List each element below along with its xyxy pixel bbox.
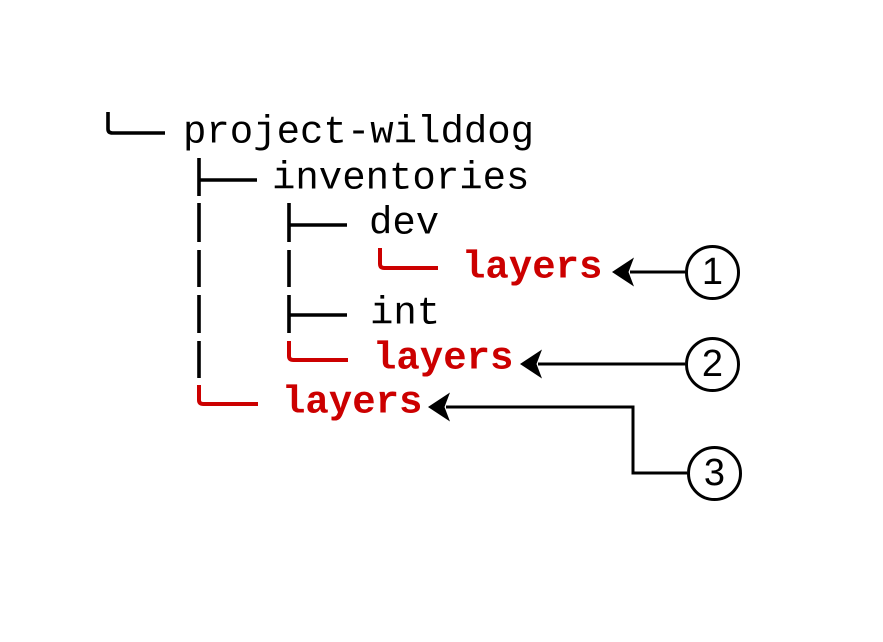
tree-node-inventories: inventories xyxy=(272,156,530,201)
tree-node-project-wilddog: project-wilddog xyxy=(183,110,535,155)
connector-layers2-elbow xyxy=(287,341,348,362)
callout-2-number: 2 xyxy=(701,343,724,385)
arrow-2-head-icon xyxy=(520,349,542,379)
callout-2-badge: 2 xyxy=(685,337,740,392)
callout-arrows xyxy=(428,257,687,475)
tree-node-inventories-layers: layers xyxy=(373,336,514,381)
callout-3-number: 3 xyxy=(703,452,726,494)
tree-connectors-red xyxy=(197,248,438,406)
arrow-1-head-icon xyxy=(612,257,634,287)
tree-node-root-layers: layers xyxy=(282,380,423,425)
arrow-3-line xyxy=(446,405,687,475)
tree-node-int: int xyxy=(370,291,441,336)
connector-layers1-elbow xyxy=(378,248,438,270)
callout-1-badge: 1 xyxy=(685,245,740,300)
callout-1-number: 1 xyxy=(701,251,724,293)
tree-connectors-black xyxy=(106,112,347,378)
connector-layers3-elbow xyxy=(197,385,258,406)
tree-node-dev-layers: layers xyxy=(462,245,603,290)
tree-node-dev: dev xyxy=(369,201,440,246)
connector-root-elbow xyxy=(106,112,165,135)
arrow-3-head-icon xyxy=(428,392,450,422)
callout-3-badge: 3 xyxy=(687,446,742,501)
